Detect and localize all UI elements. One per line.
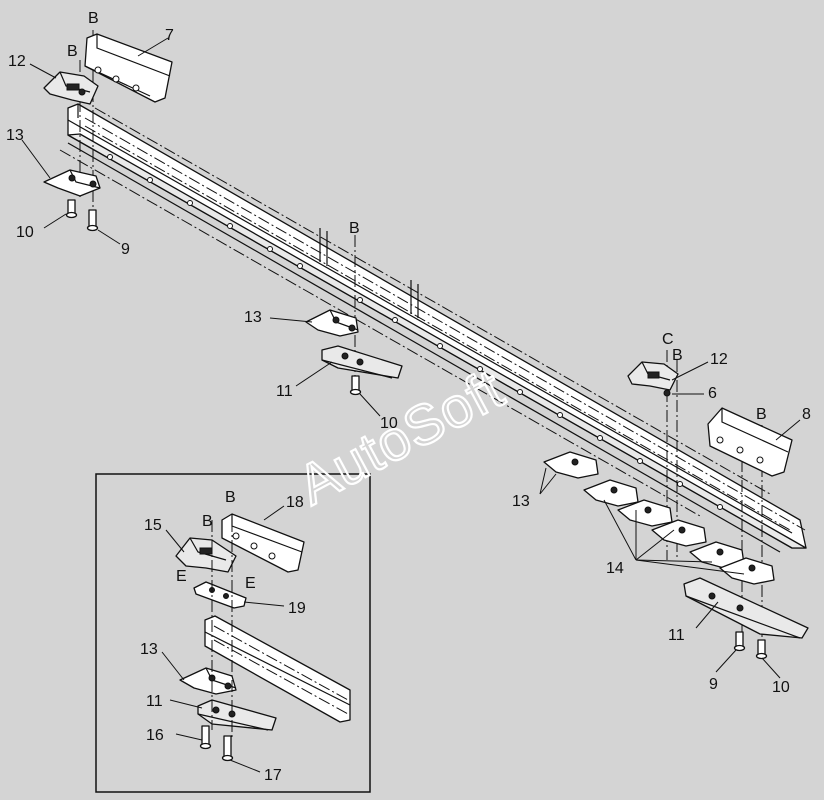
part-12-hold-down bbox=[43, 71, 99, 105]
part-8-shield bbox=[707, 407, 793, 477]
callout-10: 10 bbox=[772, 679, 790, 696]
ref-letter-c: C bbox=[662, 331, 674, 348]
leader-lines bbox=[21, 37, 801, 773]
part-14-guards bbox=[543, 451, 775, 585]
callout-14: 14 bbox=[606, 560, 624, 577]
part-11-plate-right bbox=[683, 577, 809, 639]
ref-letter-b: B bbox=[67, 43, 78, 60]
callout-11: 11 bbox=[146, 693, 163, 710]
part-12-hold-down-right bbox=[627, 361, 679, 391]
part-7-shield bbox=[84, 33, 173, 103]
detail-inset bbox=[95, 473, 371, 793]
callout-labels: 7 12 13 10 9 13 11 10 12 6 8 13 14 11 9 … bbox=[6, 27, 811, 784]
callout-13: 13 bbox=[140, 641, 158, 658]
callout-10: 10 bbox=[380, 415, 398, 432]
ref-letter-b: B bbox=[349, 220, 360, 237]
callout-11: 11 bbox=[668, 627, 685, 644]
bar-holes bbox=[107, 154, 723, 510]
ref-letter-e: E bbox=[245, 575, 256, 592]
callout-7: 7 bbox=[165, 27, 174, 44]
callout-17: 17 bbox=[264, 767, 282, 784]
callout-9: 9 bbox=[121, 241, 130, 258]
bolts-right bbox=[733, 631, 768, 660]
callout-11: 11 bbox=[276, 383, 293, 400]
callout-13: 13 bbox=[244, 309, 262, 326]
callout-12: 12 bbox=[710, 351, 728, 368]
callout-13: 13 bbox=[6, 127, 24, 144]
callout-13: 13 bbox=[512, 493, 530, 510]
cutter-bar bbox=[67, 103, 807, 553]
callout-15: 15 bbox=[144, 517, 162, 534]
part-6-washer bbox=[663, 389, 671, 397]
callout-6: 6 bbox=[708, 385, 717, 402]
bolt-10-middle bbox=[349, 375, 362, 396]
callout-18: 18 bbox=[286, 494, 304, 511]
ref-letter-b: B bbox=[225, 489, 236, 506]
ref-letter-b: B bbox=[202, 513, 213, 530]
callout-8: 8 bbox=[802, 406, 811, 423]
watermark: AutoSoft bbox=[287, 356, 513, 516]
part-13-guard-middle bbox=[305, 309, 359, 337]
callout-10: 10 bbox=[16, 224, 34, 241]
reference-letters: B B B C B B B B E E bbox=[67, 10, 767, 592]
callout-19: 19 bbox=[288, 600, 306, 617]
ref-letter-b: B bbox=[756, 406, 767, 423]
callout-12: 12 bbox=[8, 53, 26, 70]
ref-letter-e: E bbox=[176, 568, 187, 585]
part-11-plate-middle bbox=[321, 345, 403, 379]
ref-letter-b: B bbox=[88, 10, 99, 27]
part-13-guard-left bbox=[43, 169, 101, 197]
callout-16: 16 bbox=[146, 727, 164, 744]
bolt-10-left bbox=[65, 199, 78, 219]
bolt-9-left bbox=[86, 209, 99, 232]
callout-9: 9 bbox=[709, 676, 718, 693]
ref-letter-b: B bbox=[672, 347, 683, 364]
